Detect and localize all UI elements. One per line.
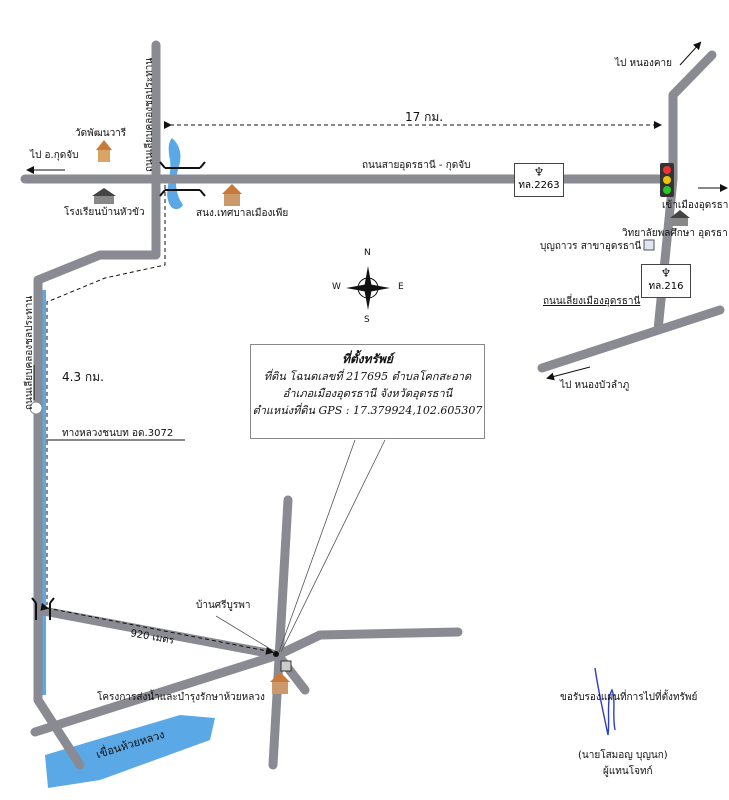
property-line-3: ตำแหน่งที่ดิน GPS : 17.379924,102.605307: [252, 404, 483, 417]
highway-216-label: ทล.216: [648, 281, 684, 292]
bypass-label: ถนนเลี่ยงเมืองอุดรธานี: [543, 296, 641, 307]
distance-left-label: 4.3 กม.: [62, 370, 104, 384]
temple-icon: [96, 140, 112, 162]
to-udon-label: เข้าเมืองอุดรธา: [662, 200, 729, 211]
highway-2263-shield: ♆ ทล.2263: [514, 163, 564, 197]
canal-road-upper: [33, 40, 161, 770]
canal-road-left-label: ถนนเลียบคลองชลประทาน: [24, 295, 35, 410]
school-icon: [92, 188, 116, 204]
compass-s: S: [364, 315, 370, 325]
to-nongbua-label: ไป หนองบัวลำภู: [560, 380, 630, 391]
property-line-1: ที่ดิน โฉนดเลขที่ 217695 ตำบลโคกสะอาด: [263, 370, 472, 383]
bunthavorn-icon: [643, 239, 655, 251]
canal-top: [167, 138, 183, 210]
compass-icon: [346, 266, 390, 310]
to-nongkhai-label: ไป หนองคาย: [615, 58, 673, 69]
main-road-label: ถนนสายอุดรธานี - กุดจับ: [362, 160, 471, 171]
traffic-light-icon: [660, 163, 674, 197]
bypass-road: [537, 305, 725, 373]
canal-left: [40, 290, 46, 695]
certify-text: ขอรับรองแผนที่การไปที่ตั้งทรัพย์: [560, 692, 698, 703]
signer-name: (นายโสมอญ บุญนก): [578, 750, 668, 761]
garuda-icon: ♆: [533, 165, 545, 179]
callout-line-1: [278, 439, 356, 653]
route-dashed: [46, 185, 166, 605]
signer-role: ผู้แทนโจทก์: [603, 766, 653, 777]
project-label: โครงการส่งน้ำและบำรุงรักษาห้วยหลวง: [97, 692, 265, 703]
municipality-icon: [222, 184, 242, 206]
college-icon: [670, 210, 690, 226]
rural-road-label: ทางหลวงชนบท อด.3072: [62, 428, 174, 439]
distance-top-label: 17 กม.: [405, 110, 444, 124]
project-icon: [270, 672, 290, 694]
callout-line-village: [215, 615, 273, 651]
property-marker-icon: [280, 660, 292, 672]
callout-line-2: [280, 439, 386, 653]
property-line-2: อำเภอเมืองอุดรธานี จังหวัดอุดรธานี: [282, 387, 453, 400]
compass-n: N: [364, 248, 371, 258]
bunthavorn-label: บุญถาวร สาขาอุดรธานี: [540, 241, 642, 252]
highway-216-shield: ♆ ทล.216: [641, 264, 691, 298]
signature-ink: [594, 667, 616, 736]
to-kudchap-label: ไป อ.กุดจับ: [30, 150, 79, 161]
school-label: โรงเรียนบ้านหัวขัว: [64, 207, 145, 218]
temple-label: วัดพัฒนวารี: [75, 128, 127, 139]
road-sw: [30, 650, 283, 737]
compass-w: W: [332, 282, 341, 292]
canal-road-top-label: ถนนเลียบคลองชลประทาน: [144, 57, 155, 172]
junction-marker-left: [29, 401, 43, 415]
compass-e: E: [398, 282, 404, 292]
municipality-label: สนง.เทศบาลเมืองเพีย: [196, 208, 289, 219]
dam-reservoir: [45, 715, 215, 788]
highway-2263-label: ทล.2263: [518, 180, 560, 191]
road-east: [273, 627, 463, 660]
bridge-top: [159, 161, 206, 197]
garuda-icon: ♆: [660, 266, 672, 280]
college-label: วิทยาลัยพลศึกษา อุดรธา: [622, 228, 728, 239]
property-info-box: ที่ตั้งทรัพย์ ที่ดิน โฉนดเลขที่ 217695 ต…: [250, 344, 485, 439]
property-point: [273, 651, 279, 657]
nongkhai-road: [653, 50, 717, 335]
road-vertical-s: [268, 495, 293, 770]
bridge-left: [31, 597, 55, 620]
property-title: ที่ตั้งทรัพย์: [342, 352, 393, 366]
arrow-to-nongkhai: [679, 41, 702, 66]
route-dashed-bottom: [40, 602, 274, 655]
arrow-to-nongbua: [546, 366, 591, 381]
village-label: บ้านศรีบูรพา: [196, 600, 251, 611]
